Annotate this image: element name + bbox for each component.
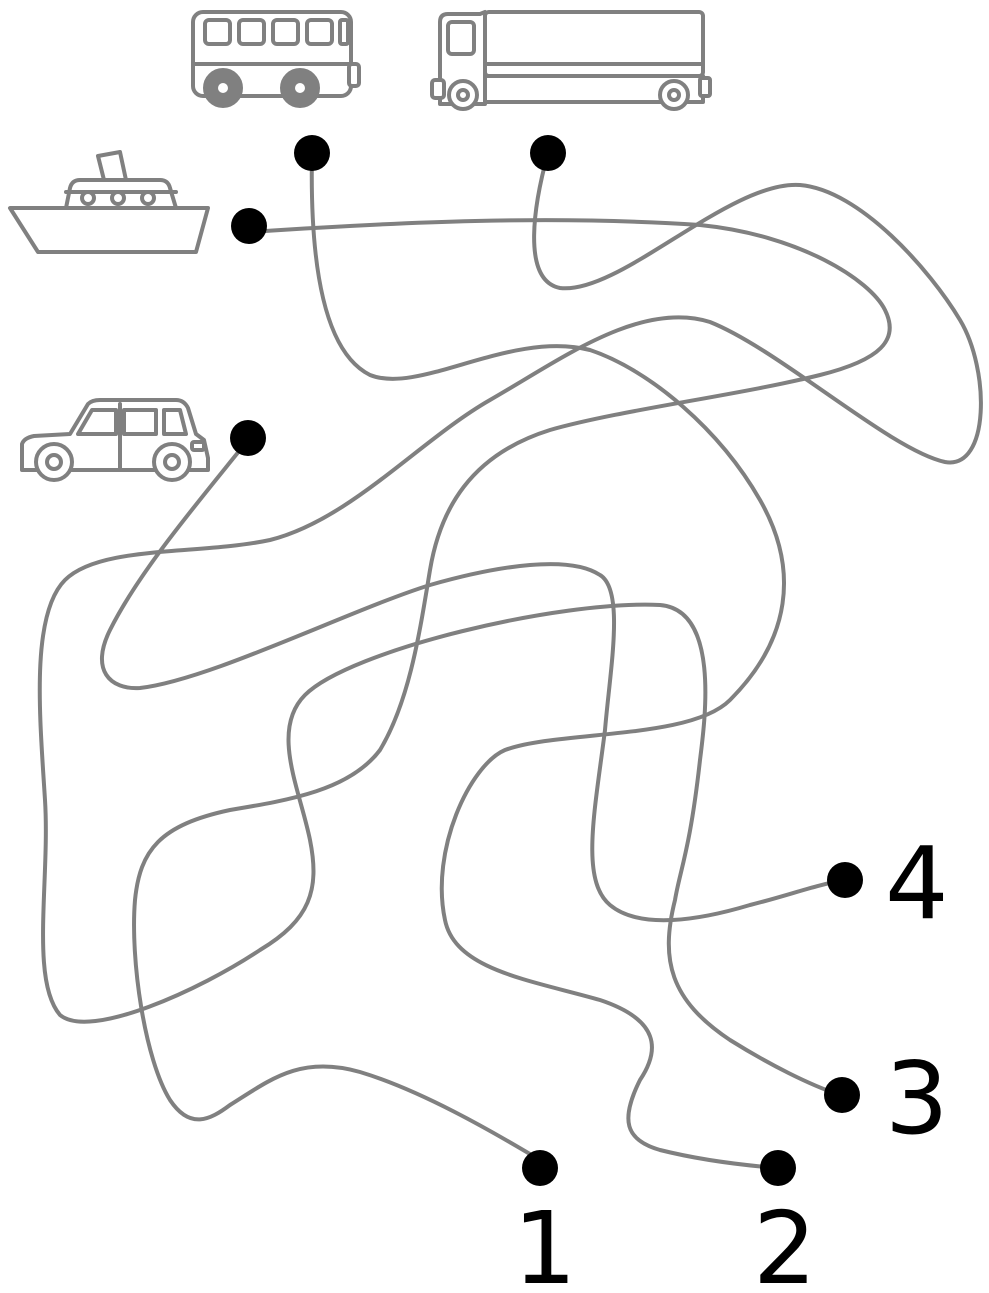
number-label-1: 1 (513, 1190, 577, 1293)
number-label-2: 2 (753, 1190, 817, 1293)
number-label-3: 3 (885, 1040, 949, 1157)
number-4-endpoint-dot[interactable] (827, 862, 863, 898)
maze-path-ship (132, 218, 892, 1162)
number-1-endpoint-dot[interactable] (522, 1150, 558, 1186)
truck-icon (430, 10, 712, 111)
number-3-endpoint-dot[interactable] (824, 1077, 860, 1113)
car-icon (20, 398, 210, 482)
car-endpoint-dot[interactable] (230, 420, 266, 456)
number-label-4: 4 (885, 825, 949, 942)
bus-icon (191, 10, 361, 108)
bus-endpoint-dot[interactable] (294, 135, 330, 171)
ship-endpoint-dot[interactable] (231, 208, 267, 244)
maze-path-bus (309, 151, 786, 1170)
truck-endpoint-dot[interactable] (530, 135, 566, 171)
maze-path-car (99, 438, 847, 923)
maze-path-truck (37, 151, 983, 1097)
ship-icon (8, 150, 210, 254)
number-2-endpoint-dot[interactable] (760, 1150, 796, 1186)
